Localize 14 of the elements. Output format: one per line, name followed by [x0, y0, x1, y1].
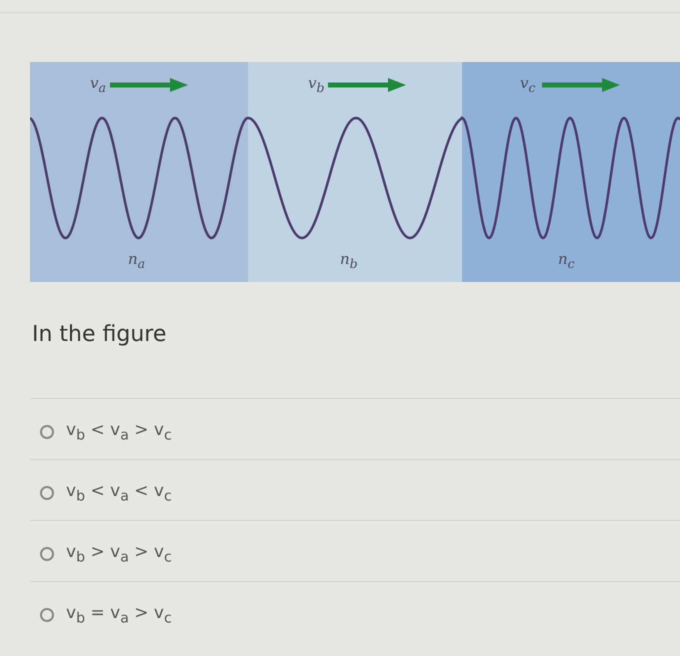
answer-option: v$_{b}$ < v$_{a}$ < v$_{c}$ [66, 481, 172, 504]
refractive-index-label: n$_{a}$ [128, 250, 146, 271]
answer-option: v$_{b}$ < v$_{a}$ > v$_{c}$ [66, 420, 172, 444]
medium-band [248, 62, 462, 282]
answer-option: v$_{b}$ > v$_{a}$ > v$_{c}$ [66, 542, 172, 566]
refractive-index-label: n$_{b}$ [340, 250, 358, 271]
medium-band [462, 62, 680, 282]
velocity-label: v$_{a}$ [90, 74, 106, 95]
question-text: In the figure [32, 322, 166, 347]
refractive-index-label: n$_{c}$ [558, 250, 575, 271]
medium-band [30, 62, 248, 282]
velocity-label: v$_{b}$ [308, 74, 324, 95]
answer-option: v$_{b}$ = v$_{a}$ > v$_{c}$ [66, 603, 172, 626]
velocity-label: v$_{c}$ [520, 74, 536, 95]
